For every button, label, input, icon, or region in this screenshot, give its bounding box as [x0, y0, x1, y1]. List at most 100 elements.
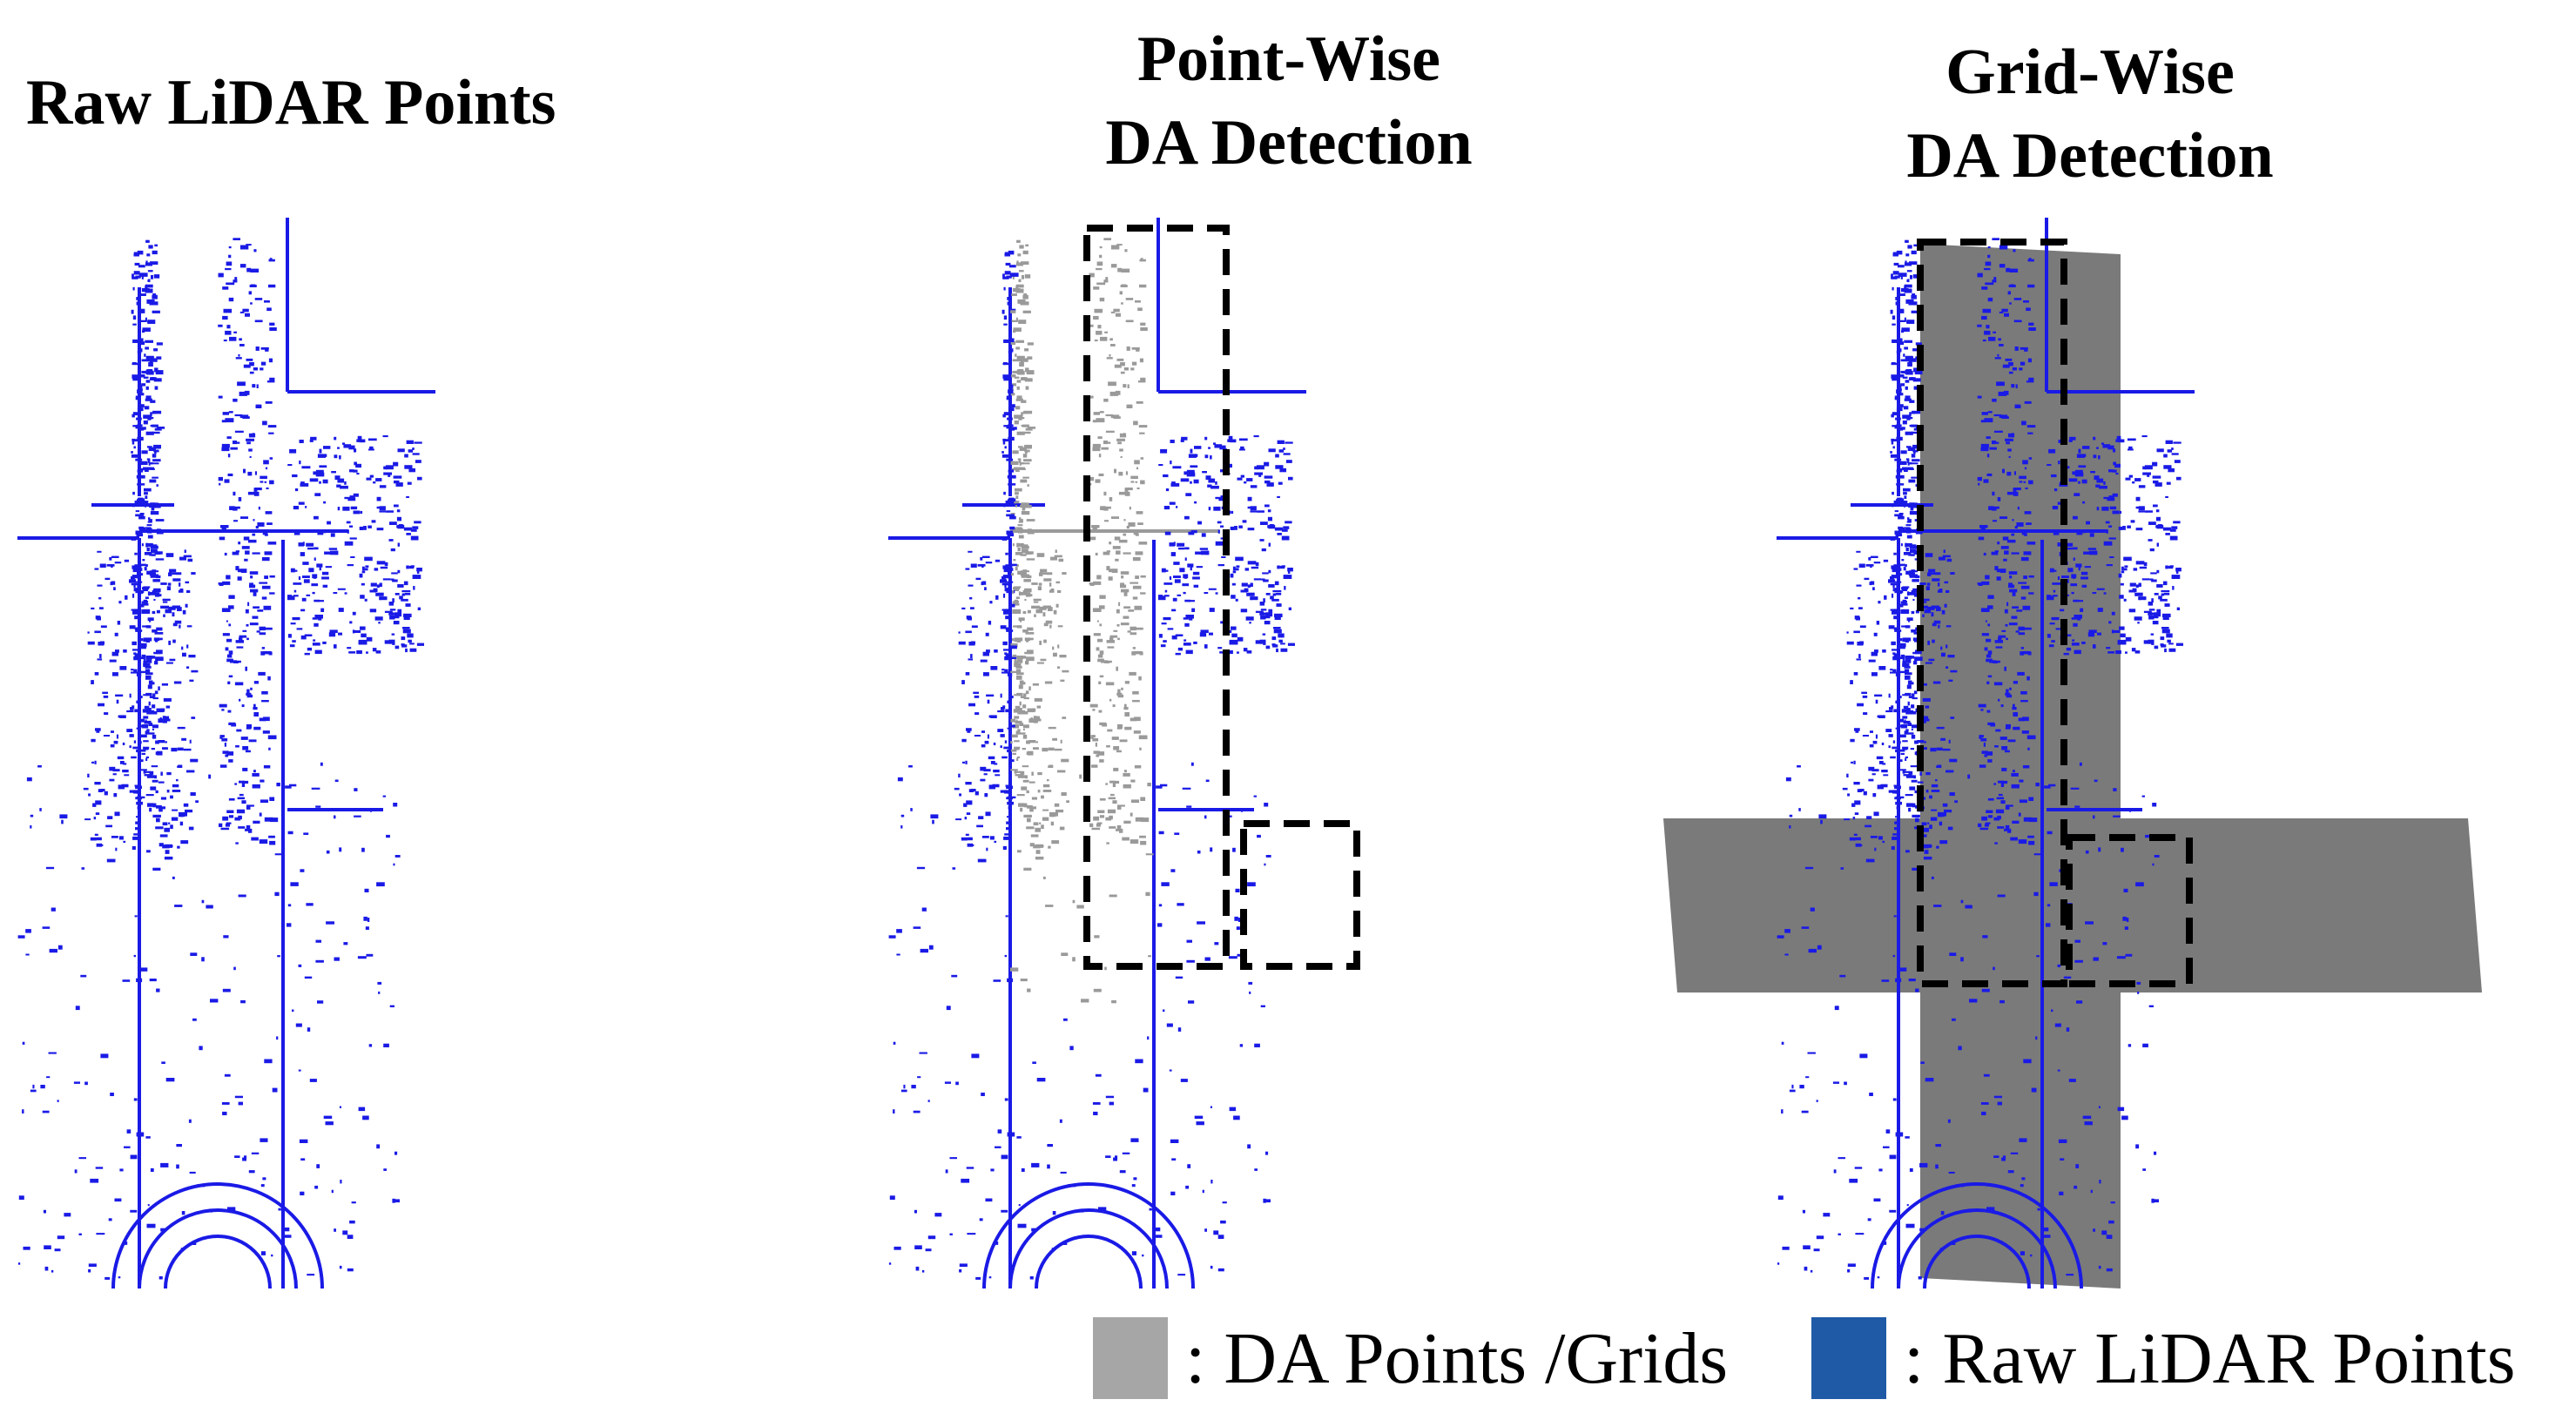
lidar-point	[95, 800, 102, 805]
lidar-point	[1014, 746, 1021, 750]
lidar-point	[1104, 660, 1109, 663]
lidar-point	[1919, 582, 1926, 585]
lidar-point	[96, 843, 103, 847]
lidar-point	[250, 589, 259, 593]
lidar-point	[1909, 377, 1916, 380]
lidar-point	[1908, 467, 1914, 470]
lidar-point	[334, 1228, 336, 1232]
lidar-point	[2152, 612, 2157, 616]
lidar-point	[260, 1138, 268, 1142]
lidar-point	[1160, 644, 1166, 648]
lidar-point	[168, 640, 171, 645]
lidar-point	[1145, 892, 1150, 897]
lidar-point	[390, 578, 394, 581]
lidar-point	[158, 808, 163, 812]
lidar-point	[152, 867, 161, 871]
lidar-point	[1105, 430, 1115, 433]
lidar-point	[123, 840, 126, 844]
lidar-point	[1905, 756, 1908, 758]
lidar-point	[1924, 850, 1929, 854]
lidar-point	[2020, 556, 2029, 562]
lidar-point	[266, 307, 272, 312]
lidar-point	[329, 550, 339, 555]
lidar-point	[888, 935, 896, 939]
lidar-point	[2007, 291, 2011, 295]
lidar-point	[141, 543, 144, 547]
lidar-point	[1117, 267, 1123, 273]
lidar-point	[1898, 643, 1906, 648]
lidar-point	[1005, 262, 1011, 266]
lidar-point	[222, 1111, 227, 1115]
lidar-point	[1105, 1155, 1111, 1158]
lidar-point	[233, 398, 238, 402]
lidar-point	[1980, 443, 1989, 447]
lidar-point	[2171, 447, 2174, 450]
lidar-point	[1012, 383, 1017, 387]
lidar-point	[1006, 567, 1011, 570]
lidar-point	[190, 758, 199, 763]
lidar-point	[1004, 446, 1007, 449]
lidar-point	[221, 709, 225, 711]
lidar-point	[1919, 771, 1922, 776]
lidar-point	[366, 953, 374, 957]
lidar-point	[143, 748, 149, 750]
lidar-point	[242, 416, 250, 419]
lidar-point	[121, 784, 129, 788]
lidar-point	[1238, 525, 1243, 528]
lidar-point	[44, 1245, 51, 1249]
lidar-point	[2002, 536, 2009, 541]
lidar-point	[1262, 633, 1266, 636]
lidar-point	[1137, 380, 1146, 383]
lidar-point	[228, 254, 232, 259]
lidar-point	[1193, 641, 1197, 644]
lidar-point	[1275, 454, 1279, 458]
lidar-point	[145, 1136, 151, 1139]
lidar-point	[1005, 709, 1011, 713]
lidar-point	[17, 1262, 21, 1265]
lidar-point	[2012, 519, 2014, 521]
lidar-point	[165, 662, 173, 664]
lidar-point	[277, 955, 280, 958]
lidar-point	[1114, 364, 1122, 368]
lidar-point	[1029, 806, 1036, 810]
lidar-point	[1904, 262, 1912, 266]
lidar-point	[1007, 297, 1011, 300]
lidar-point	[1895, 978, 1902, 983]
lidar-point	[1271, 598, 1279, 602]
lidar-point	[156, 609, 160, 614]
lidar-point	[255, 347, 260, 351]
lidar-point	[367, 918, 370, 922]
lidar-point	[946, 1006, 951, 1011]
lidar-point	[934, 1213, 942, 1217]
lidar-point	[1882, 840, 1885, 844]
lidar-point	[1908, 479, 1916, 483]
lidar-point	[1003, 425, 1011, 427]
lidar-point	[1089, 476, 1094, 481]
lidar-point	[1915, 988, 1919, 992]
lidar-point	[42, 1110, 50, 1114]
lidar-point	[270, 818, 279, 823]
lidar-point	[896, 953, 900, 956]
lidar-point	[959, 793, 961, 797]
lidar-point	[1009, 273, 1019, 277]
lidar-point	[219, 703, 227, 708]
lidar-point	[1888, 790, 1893, 793]
lidar-point	[1903, 505, 1905, 508]
lidar-point	[145, 656, 152, 660]
lidar-point	[1015, 340, 1024, 343]
lidar-point	[2093, 815, 2095, 819]
lidar-point	[221, 443, 230, 447]
lidar-point	[162, 716, 166, 719]
lidar-point	[1109, 637, 1114, 642]
lidar-point	[1997, 542, 2000, 545]
lidar-point	[1898, 670, 1906, 674]
lidar-point	[1062, 1242, 1068, 1245]
lidar-point	[1908, 360, 1912, 363]
lidar-point	[313, 471, 320, 475]
lidar-point	[88, 793, 91, 797]
lidar-point	[1013, 625, 1021, 628]
lidar-point	[1057, 625, 1063, 628]
lidar-point	[1013, 588, 1019, 591]
lidar-point	[129, 790, 134, 793]
lidar-point	[1055, 549, 1057, 554]
